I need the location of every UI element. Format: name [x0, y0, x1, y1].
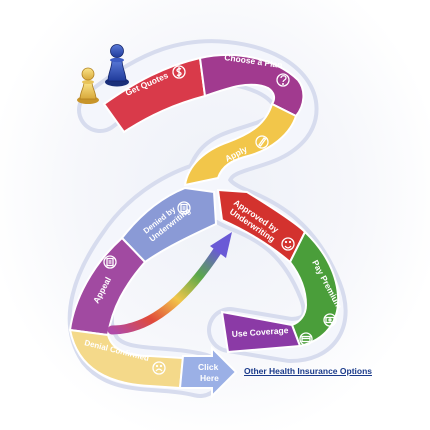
label-use-coverage: Use Coverage [231, 325, 289, 339]
other-health-insurance-options-link[interactable]: Other Health Insurance Options [244, 366, 372, 376]
appeal-document-icon [103, 255, 117, 269]
smiley-icon [281, 237, 295, 251]
label-click-line1: Click [198, 362, 219, 372]
label-click-line2: Here [200, 373, 219, 383]
card-icon [299, 332, 313, 346]
document-icon [177, 201, 191, 215]
question-icon [276, 73, 290, 87]
sad-icon [152, 361, 166, 375]
pawn-blue-icon [105, 44, 129, 87]
click-here-button[interactable] [178, 345, 238, 399]
pawn-yellow-icon [77, 67, 99, 104]
step-use-coverage[interactable] [220, 310, 302, 354]
step-denial-confirmed[interactable] [68, 328, 185, 390]
rainbow-arrow-head [210, 232, 232, 258]
pen-icon [255, 135, 269, 149]
step-apply[interactable] [183, 102, 298, 187]
rainbow-arrow [107, 245, 223, 335]
money-icon [323, 313, 337, 327]
dollar-icon [172, 65, 186, 79]
